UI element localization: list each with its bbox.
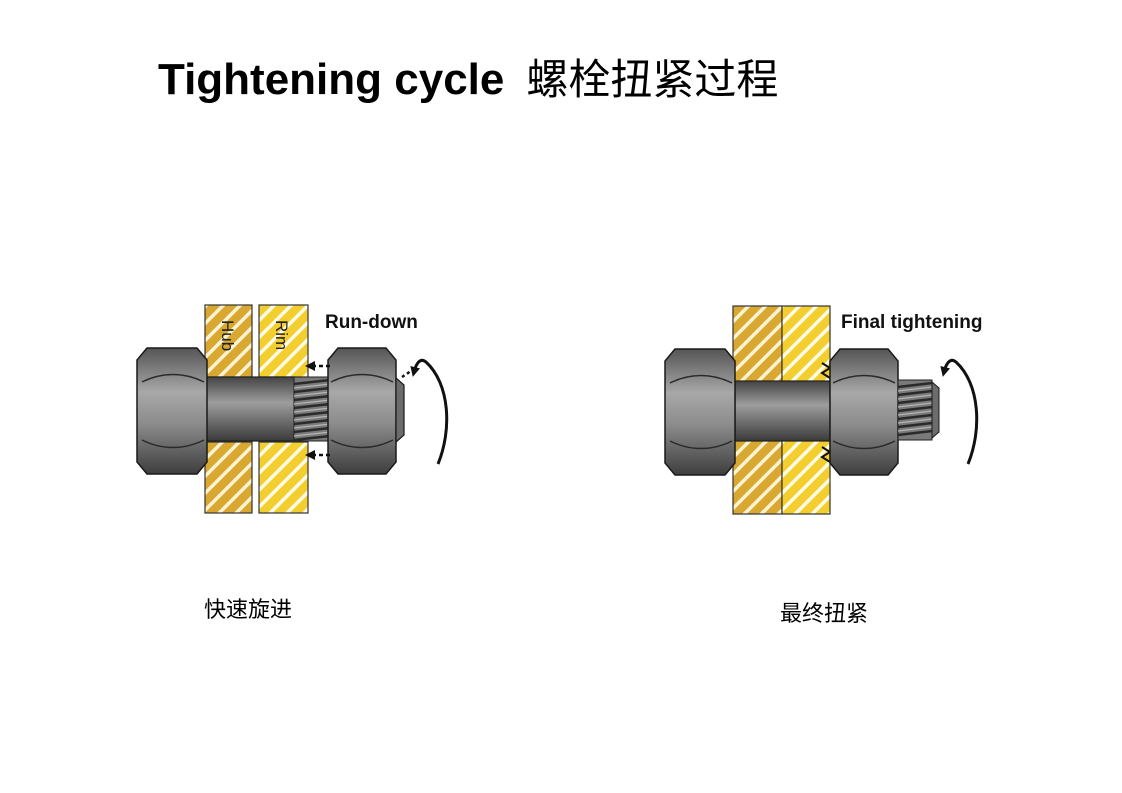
page-title: Tightening cycle 螺栓扭紧过程 <box>158 52 778 108</box>
bolt-thread <box>293 376 331 442</box>
clamp-force-marks-top <box>820 362 832 379</box>
bolt-thread-final <box>897 379 940 441</box>
caption-final-tightening: 最终扭紧 <box>780 602 869 627</box>
run-down-label: Run-down <box>325 312 418 333</box>
rotation-arrow-left <box>410 358 449 465</box>
bolt-shank <box>202 376 296 442</box>
rim-plate-top <box>258 304 309 378</box>
clamp-force-marks-bottom <box>820 446 832 463</box>
bolt-head <box>136 347 208 475</box>
nut-final <box>829 348 899 476</box>
nut <box>327 347 397 475</box>
bolt-head-final <box>664 348 736 476</box>
run-down-diagram: Hub Rim Run-down <box>136 304 449 514</box>
final-tightening-label: Final tightening <box>841 312 982 333</box>
final-tightening-diagram: Final tightening <box>664 305 982 515</box>
rim-label: Rim <box>272 320 291 350</box>
rim-plate-bottom <box>258 441 309 514</box>
bolt-tip <box>395 376 405 444</box>
caption-run-down: 快速旋进 <box>204 598 293 623</box>
bolt-shank-final <box>734 380 831 442</box>
hub-label: Hub <box>218 320 237 351</box>
rotation-arrow-right <box>940 358 979 465</box>
hub-plate-bottom <box>204 441 253 514</box>
motion-arrow-tip <box>401 367 415 379</box>
title-english: Tightening cycle <box>158 55 505 104</box>
title-chinese: 螺栓扭紧过程 <box>526 55 779 104</box>
